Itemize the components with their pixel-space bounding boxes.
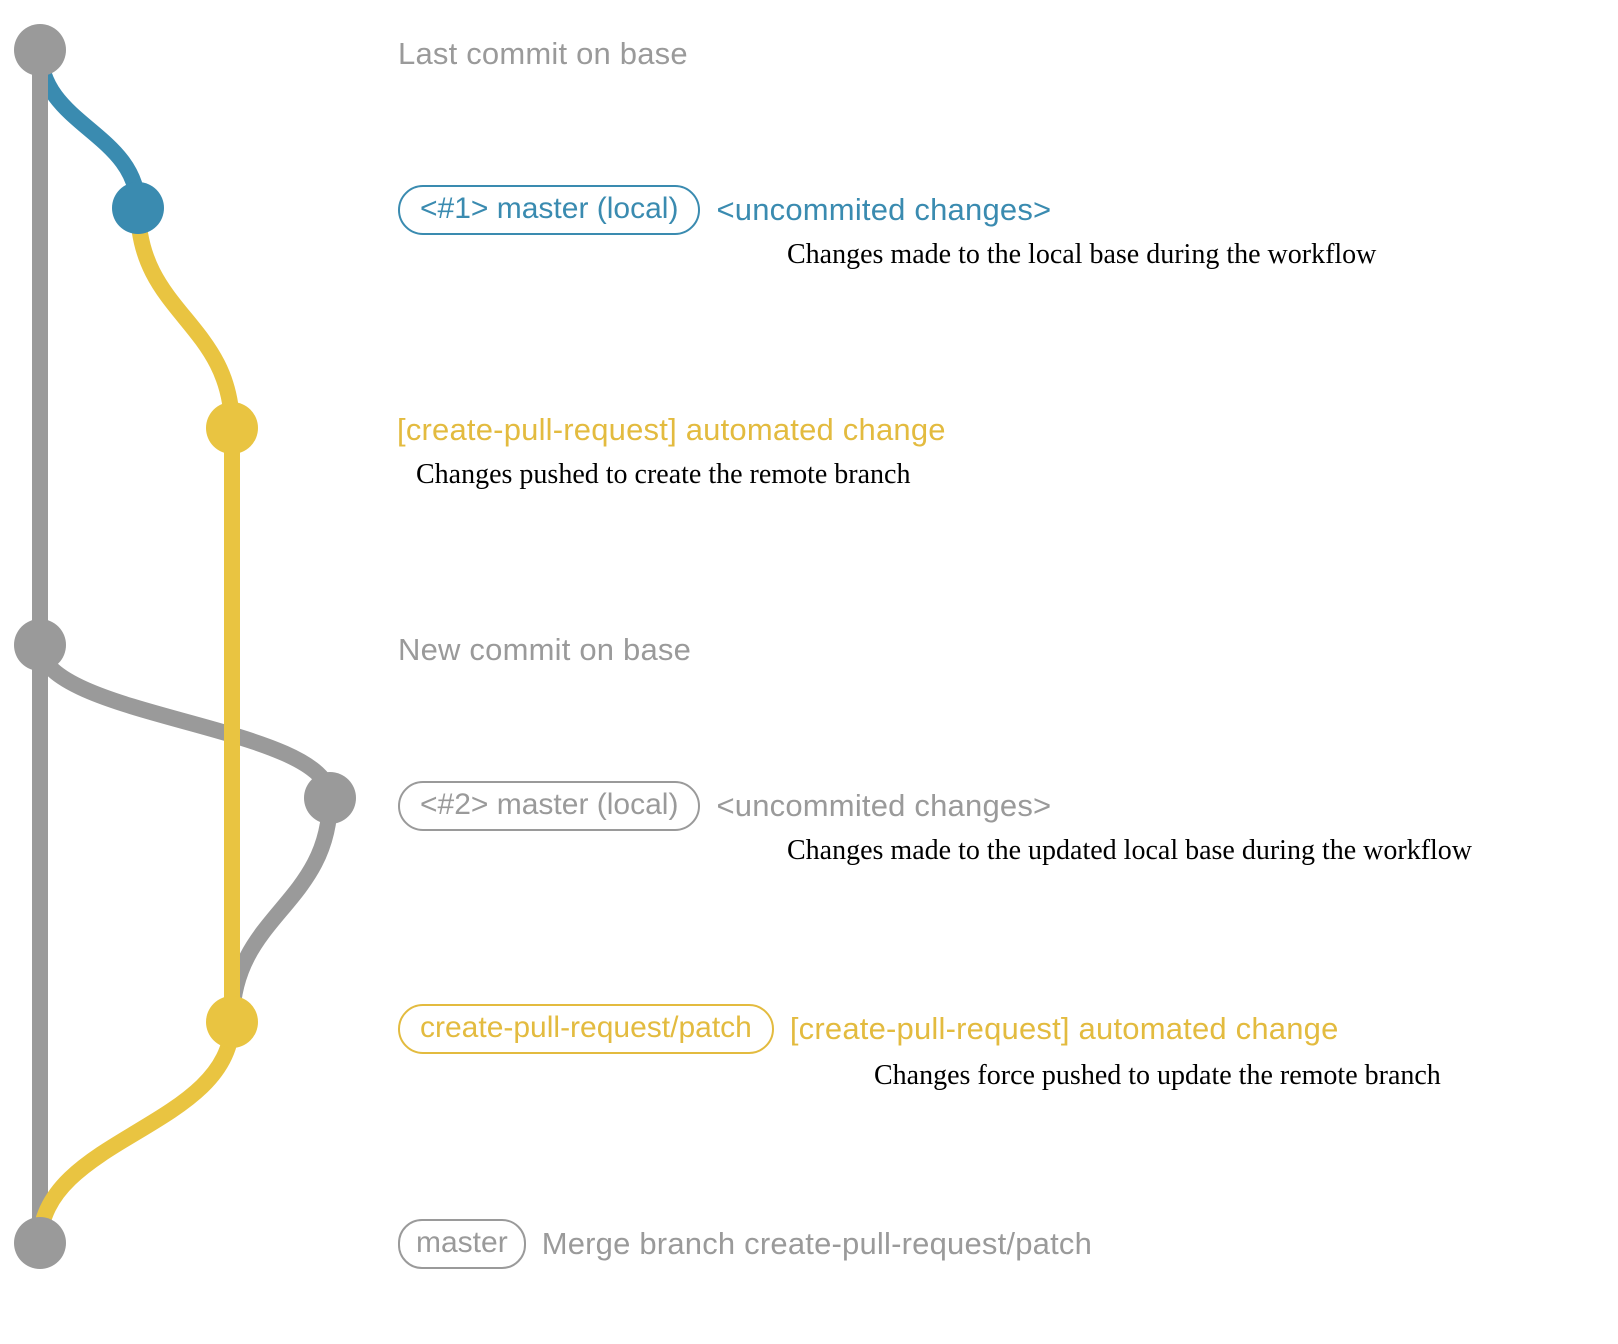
note-local-1: Changes made to the local base during th…: [787, 239, 1377, 270]
row-new-commit-on-base: New commit on base: [398, 632, 691, 668]
commit-subject-local-2: <uncommited changes>: [716, 788, 1052, 823]
ref-pill-local-2[interactable]: <#2> master (local): [398, 781, 701, 831]
ref-pill-master[interactable]: master: [398, 1219, 526, 1269]
commit-subject-last-commit: Last commit on base: [398, 36, 688, 71]
graph-edges: [32, 42, 338, 1251]
commit-subject-automated-change-2: [create-pull-request] automated change: [789, 1011, 1339, 1046]
commit-node-n2[interactable]: [112, 182, 164, 234]
commit-node-n3[interactable]: [206, 402, 258, 454]
commit-node-n6[interactable]: [206, 996, 258, 1048]
row-local-2: <#2> master (local) <uncommited changes>: [398, 781, 1051, 831]
commit-subject-local-1: <uncommited changes>: [716, 192, 1052, 227]
ref-pill-local-1[interactable]: <#1> master (local): [398, 185, 701, 235]
commit-subject-merge: Merge branch create-pull-request/patch: [541, 1226, 1093, 1261]
graph-edge-n2-n3: [130, 200, 240, 436]
row-automated-change-2: create-pull-request/patch [create-pull-r…: [398, 1004, 1339, 1054]
row-local-1: <#1> master (local) <uncommited changes>: [398, 185, 1051, 235]
commit-subject-automated-change-1: [create-pull-request] automated change: [397, 412, 946, 447]
commit-subject-new-commit: New commit on base: [398, 632, 692, 667]
commit-node-n7[interactable]: [14, 1217, 66, 1269]
graph-edge-n4-n5: [32, 637, 338, 806]
row-last-commit-on-base: Last commit on base: [398, 36, 688, 72]
note-automated-change-1: Changes pushed to create the remote bran…: [416, 459, 911, 490]
note-local-2: Changes made to the updated local base d…: [787, 835, 1473, 866]
commit-node-n4[interactable]: [14, 619, 66, 671]
graph-edge-n6-n7: [32, 1014, 240, 1251]
ref-pill-create-pull-request-patch[interactable]: create-pull-request/patch: [398, 1004, 774, 1054]
commit-node-n1[interactable]: [14, 24, 66, 76]
row-merge: master Merge branch create-pull-request/…: [398, 1219, 1092, 1269]
note-automated-change-2: Changes force pushed to update the remot…: [874, 1060, 1441, 1091]
row-automated-change-1: [create-pull-request] automated change: [397, 412, 946, 448]
graph-nodes: [14, 24, 356, 1269]
commit-node-n5[interactable]: [304, 772, 356, 824]
